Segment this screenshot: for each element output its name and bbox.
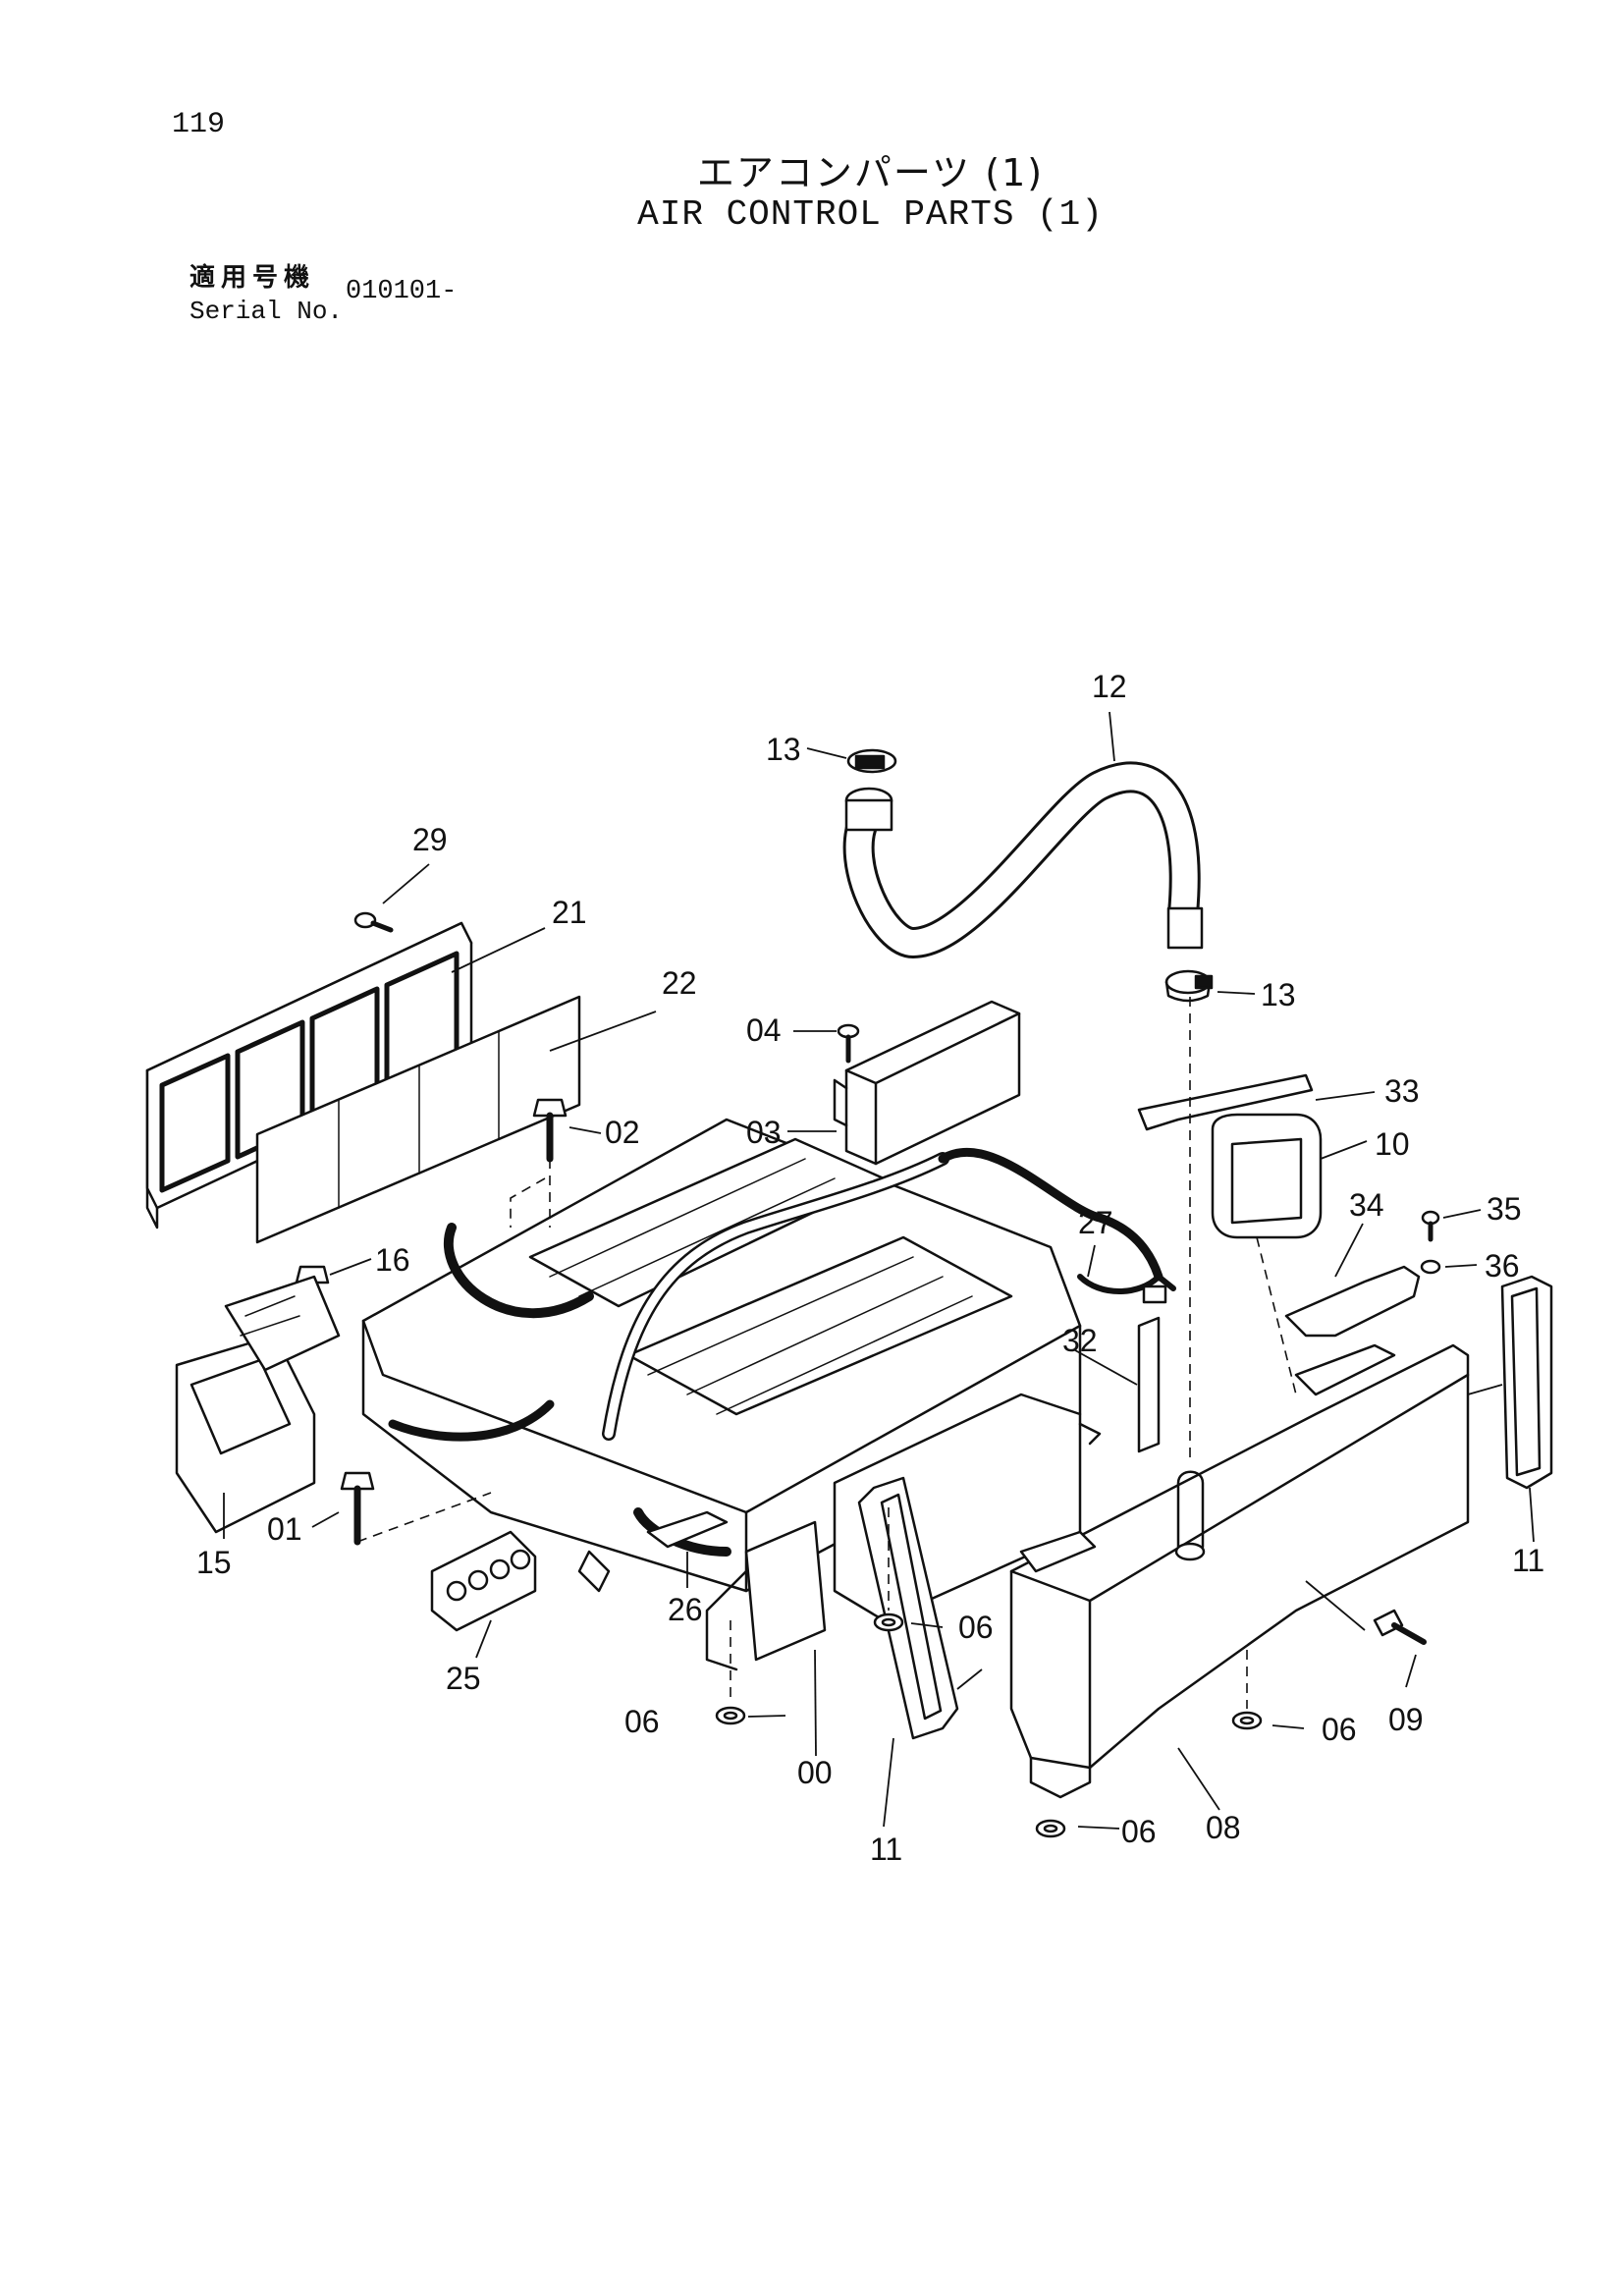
relay-box [833, 1000, 1021, 1166]
page-number: 119 [172, 108, 226, 141]
callout-06-d: 06 [1121, 1814, 1157, 1849]
hose-clamp-lower [1164, 969, 1214, 1003]
seal-strip-32 [1137, 1316, 1161, 1453]
drain-hose [842, 761, 1204, 958]
serial-label-english: Serial No. [189, 297, 344, 326]
callout-32: 32 [1062, 1323, 1098, 1358]
screw-29 [353, 911, 394, 933]
bolt-09 [1373, 1609, 1427, 1645]
wire-harness-27 [1077, 1274, 1176, 1304]
callout-10: 10 [1375, 1126, 1410, 1162]
leader-lines [223, 711, 1535, 1830]
callout-35: 35 [1487, 1191, 1522, 1227]
callout-36: 36 [1485, 1248, 1520, 1284]
callout-26: 26 [668, 1592, 703, 1627]
grommet-plate [430, 1530, 537, 1632]
assembly-lines [356, 997, 1297, 1709]
gasket-11-right [1500, 1275, 1553, 1490]
callout-11-lower: 11 [870, 1831, 902, 1867]
bolt-02 [532, 1098, 568, 1163]
callout-25: 25 [446, 1661, 481, 1696]
filter-element [255, 995, 581, 1244]
callout-12: 12 [1092, 669, 1127, 704]
callout-15: 15 [196, 1545, 232, 1580]
callout-11-right: 11 [1512, 1543, 1544, 1578]
callout-08: 08 [1206, 1810, 1241, 1845]
callout-06-c: 06 [1322, 1712, 1357, 1747]
serial-number-value: 010101- [346, 277, 458, 306]
screw-35 [1421, 1210, 1440, 1242]
callout-22: 22 [662, 965, 697, 1001]
gasket-11-lower [857, 1476, 959, 1740]
gasket-10 [1211, 1113, 1323, 1239]
sensor-bracket-33 [1137, 1073, 1314, 1131]
serial-label-japanese: 適用号機 [189, 263, 316, 293]
grommet-06-a [873, 1613, 904, 1632]
grommet-06-b [715, 1706, 746, 1725]
grommet-06-d [1035, 1819, 1066, 1838]
callout-16: 16 [375, 1242, 410, 1278]
callout-33: 33 [1384, 1073, 1420, 1109]
callout-13-upper: 13 [766, 732, 801, 767]
callout-06-a: 06 [958, 1610, 994, 1645]
screw-04 [837, 1023, 860, 1064]
bracket-34 [1284, 1265, 1421, 1338]
filter-frame [145, 921, 473, 1230]
grommet-06-c [1231, 1711, 1263, 1730]
washer-36 [1420, 1259, 1441, 1275]
callout-01: 01 [267, 1511, 302, 1547]
callout-29: 29 [412, 822, 448, 857]
callout-34: 34 [1349, 1187, 1384, 1223]
callout-00: 00 [797, 1755, 833, 1790]
page-title-japanese: エアコンパーツ (1) [696, 151, 1045, 194]
page-title-english: AIR CONTROL PARTS (1) [637, 194, 1104, 235]
callout-04: 04 [746, 1012, 782, 1048]
duct-08 [1009, 1343, 1470, 1799]
callout-13-lower: 13 [1261, 977, 1296, 1012]
hose-clamp-upper [846, 748, 897, 774]
callout-02: 02 [605, 1115, 640, 1150]
wire-harness-26 [646, 1510, 729, 1549]
callout-labels: 12 13 13 29 21 22 04 03 02 33 10 34 35 3… [196, 669, 1544, 1867]
callout-03: 03 [746, 1115, 782, 1150]
blower-housing [175, 1275, 341, 1534]
bolt-01 [340, 1471, 375, 1546]
callout-06-b: 06 [624, 1704, 660, 1739]
callout-21: 21 [552, 895, 587, 930]
callout-09: 09 [1388, 1702, 1424, 1737]
callout-27: 27 [1078, 1205, 1113, 1240]
